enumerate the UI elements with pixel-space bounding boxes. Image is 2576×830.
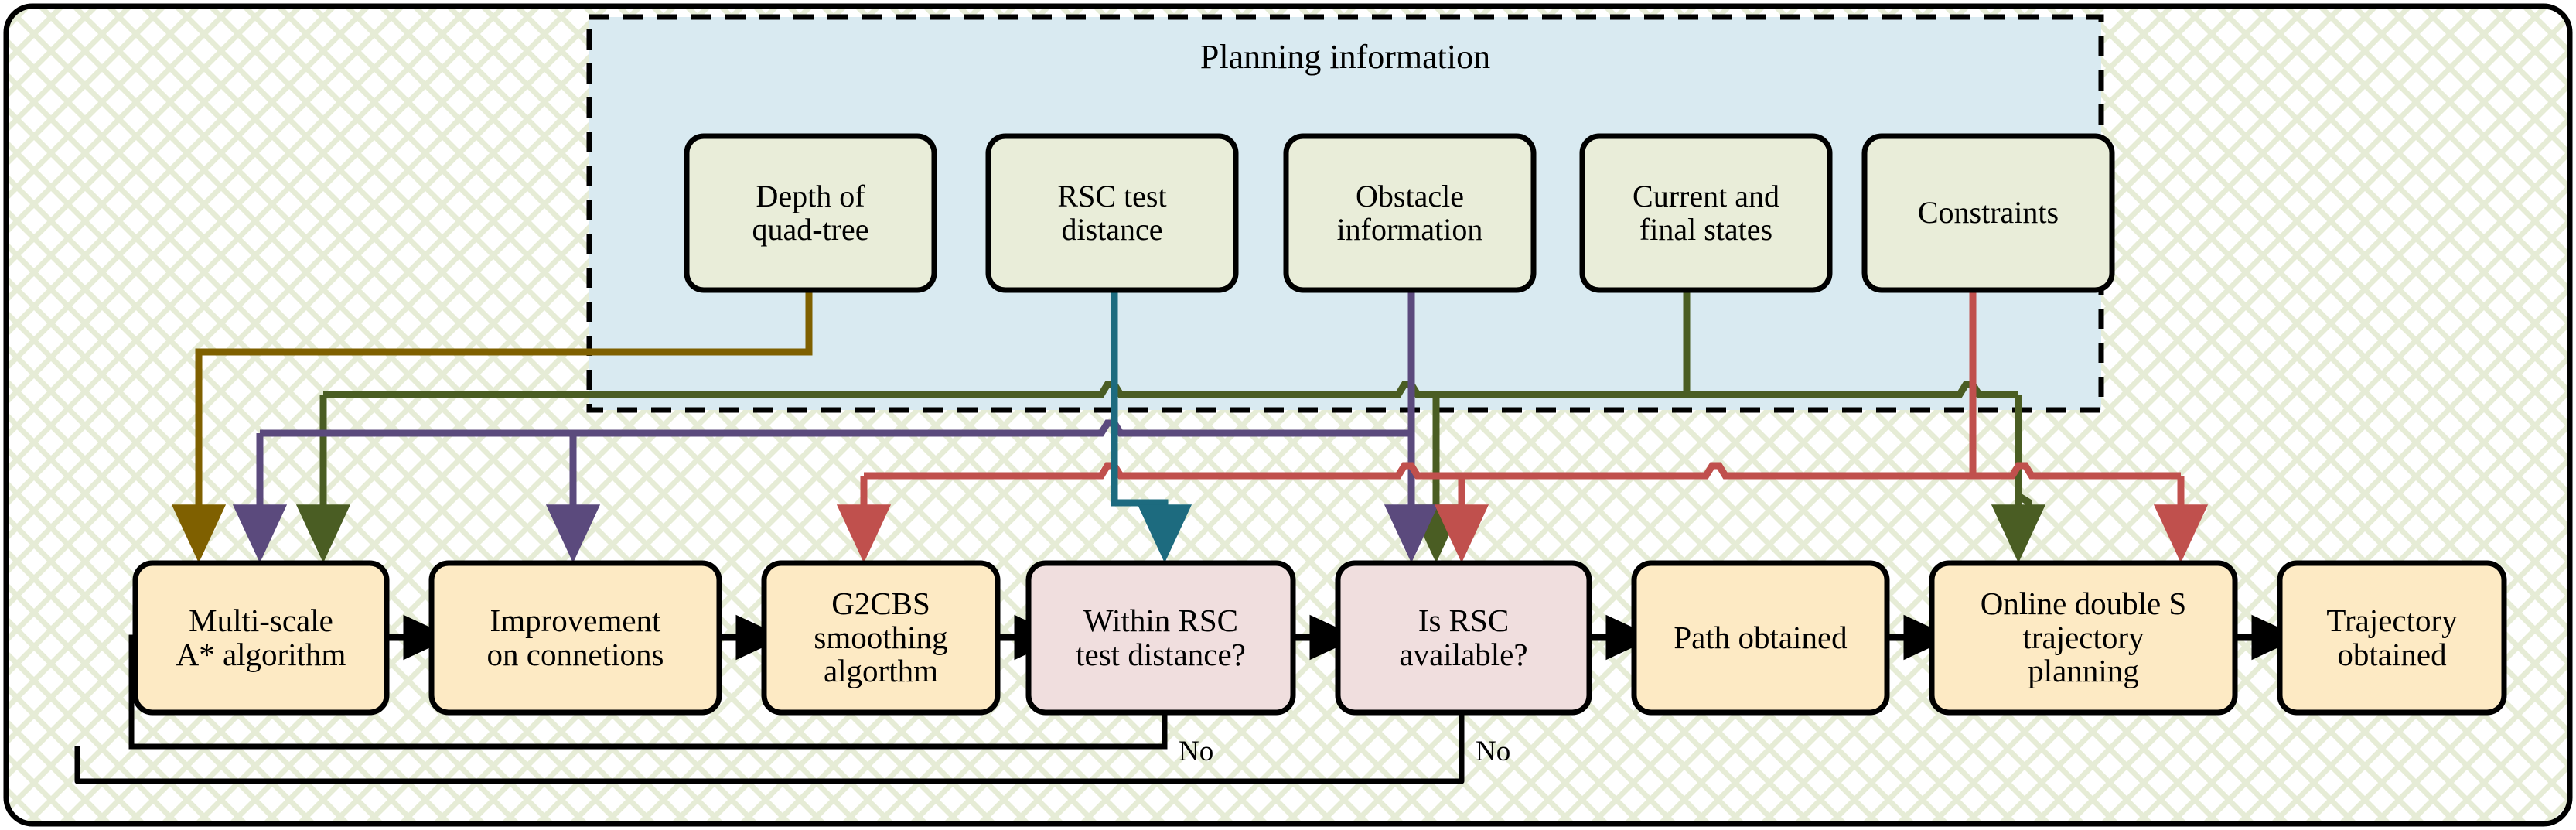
box-rsc-test-distance: [985, 133, 1239, 293]
box-is-rsc-available: [1335, 560, 1592, 716]
connector-rsc-test-distance: [1111, 290, 1192, 563]
box-multi-scale-a-star: [132, 560, 390, 716]
connector-depth-of-quad-tree: [171, 290, 813, 563]
box-path-obtained: [1631, 560, 1890, 716]
box-current-and-final-states: [1579, 133, 1833, 293]
edge-label-no-2: No: [1476, 736, 1511, 767]
box-obstacle-information: [1283, 133, 1537, 293]
box-online-double-s: [1929, 560, 2238, 716]
box-within-rsc-test-distance: [1025, 560, 1296, 716]
box-improvement-on-connetions: [428, 560, 722, 716]
box-depth-of-quad-tree: [684, 133, 937, 293]
box-trajectory-obtained: [2277, 560, 2507, 716]
box-constraints: [1861, 133, 2115, 293]
box-g2cbs-smoothing: [761, 560, 1001, 716]
edge-label-no-1: No: [1179, 736, 1214, 767]
